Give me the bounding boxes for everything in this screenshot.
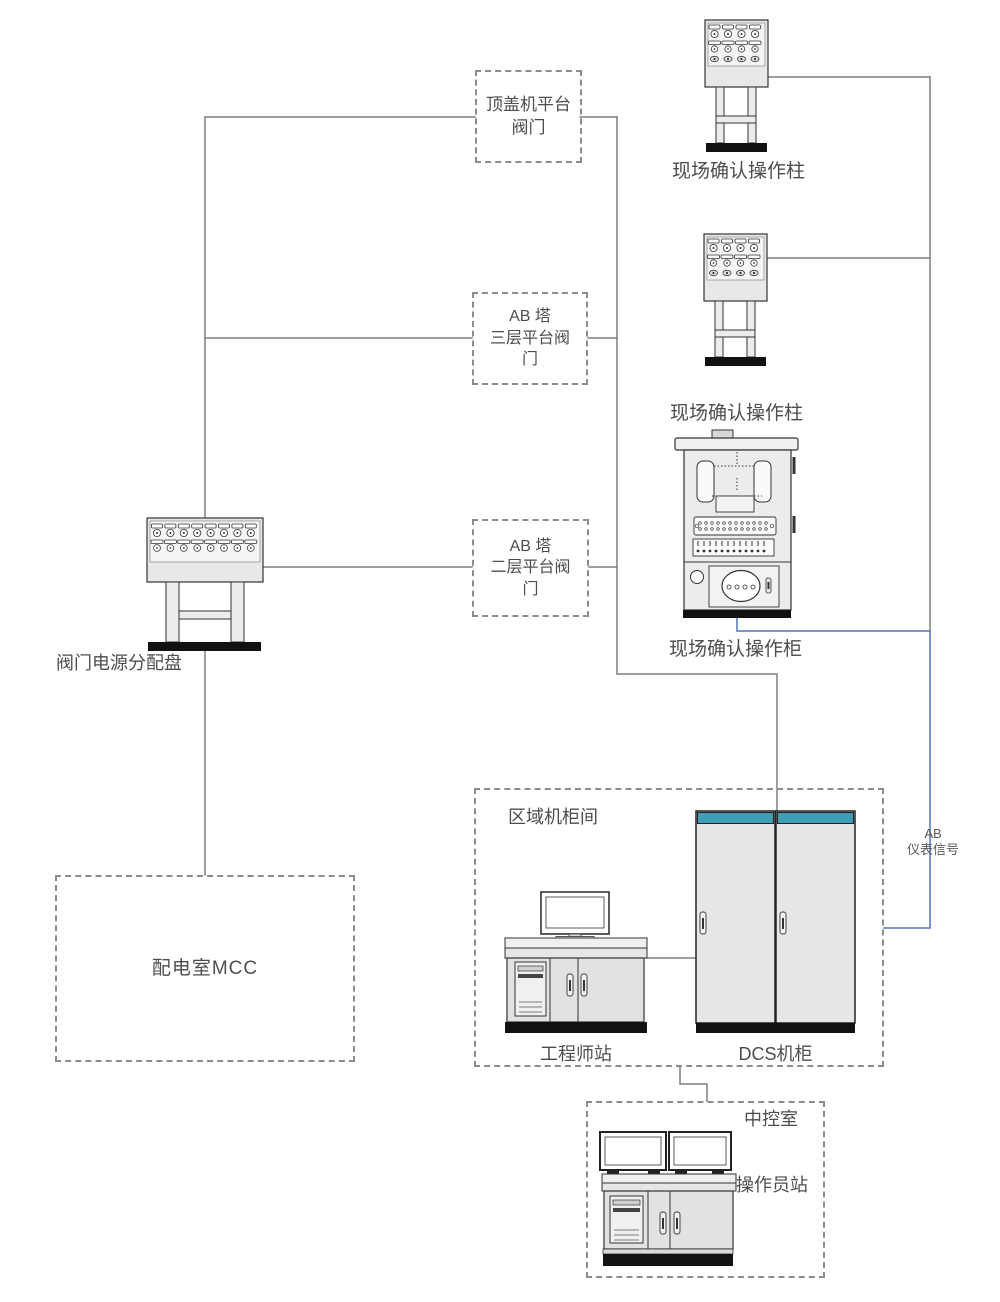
op-column-2-graphic [704,234,767,366]
ab-signal-label: AB 仪表信号 [906,826,959,858]
connector-lines [204,76,931,1102]
dashed-box-top-cover-valves: 顶盖机平台 阀门 [475,70,582,163]
mcc-room-label: 配电室MCC [151,957,259,979]
ab-tower-l3-valves-label: AB 塔 三层平台阀 门 [489,308,570,369]
operator-station-label: 操作员站 [736,1175,808,1195]
control-room-label: 中控室 [744,1109,798,1129]
dcs-cabinet-graphic [695,810,856,1033]
valve-power-panel-graphic [146,517,264,651]
dcs-cabinet-label: DCS机柜 [738,1044,813,1064]
dashed-box-ab-tower-l3-valves: AB 塔 三层平台阀 门 [472,292,588,385]
ab-signal-line [736,617,931,929]
line-right-trunk-to-dcs [616,116,778,812]
op-column-1-label: 现场确认操作柱 [672,161,806,182]
operator-station-graphic [599,1131,737,1266]
dashed-box-mcc-room: 配电室MCC [55,875,355,1062]
dashed-box-control-room [586,1101,825,1278]
confirm-cabinet-label: 现场确认操作柜 [669,639,803,660]
engineer-station-graphic [504,891,648,1033]
valve-power-panel-label: 阀门电源分配盘 [56,653,182,673]
op-column-2-label: 现场确认操作柱 [670,403,804,424]
top-cover-valves-label: 顶盖机平台 阀门 [486,94,571,137]
line-dcs-to-controlroom [679,1066,708,1102]
ab-tower-l2-valves-label: AB 塔 二层平台阀 门 [490,537,571,598]
op-column-1-graphic [705,20,768,152]
engineer-station-label: 工程师站 [540,1044,612,1064]
confirm-cabinet-graphic [674,429,799,618]
cabinet-room-label: 区域机柜间 [508,807,598,827]
dashed-box-cabinet-room [474,788,884,1067]
dashed-box-ab-tower-l2-valves: AB 塔 二层平台阀 门 [472,519,589,617]
